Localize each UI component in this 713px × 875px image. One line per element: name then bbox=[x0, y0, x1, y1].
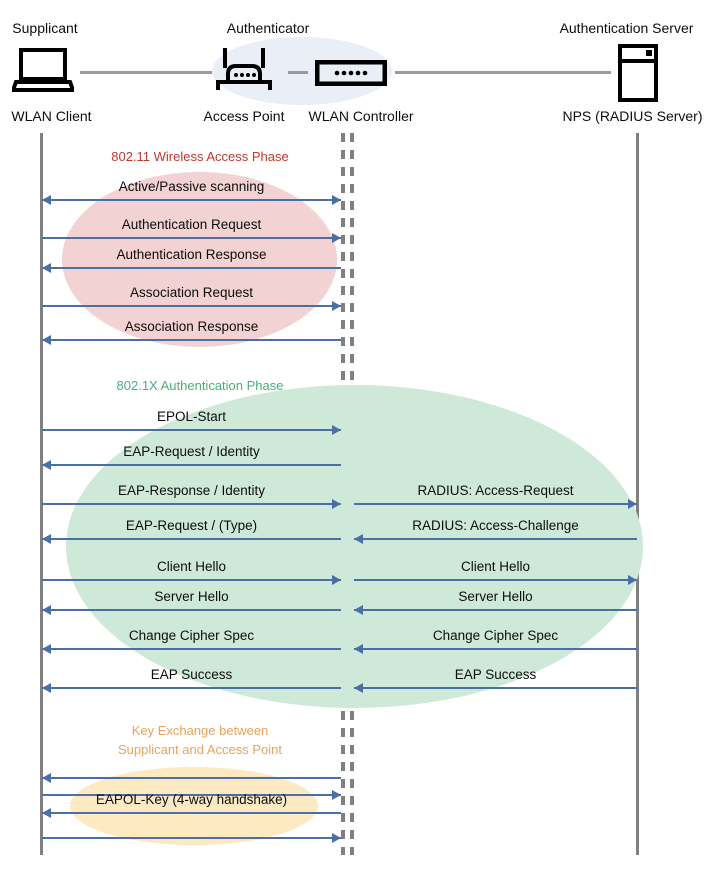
message-arrowhead-left bbox=[354, 605, 363, 615]
link-ap-to-controller bbox=[288, 71, 308, 74]
actor-device-nps-radius-server: NPS (RADIUS Server) bbox=[562, 108, 703, 124]
actor-role-authentication-server: Authentication Server bbox=[559, 20, 694, 36]
message-arrow-line bbox=[42, 199, 341, 201]
message-arrow-line bbox=[42, 579, 341, 581]
message-arrow-line bbox=[42, 464, 341, 466]
message-arrow-line bbox=[42, 503, 341, 505]
message-arrowhead-left bbox=[354, 644, 363, 654]
phase-blob-wireless bbox=[62, 172, 337, 347]
message-arrow-line bbox=[42, 339, 341, 341]
message-arrowhead-right bbox=[332, 301, 341, 311]
message-label: Client Hello bbox=[156, 559, 227, 574]
message-arrow-line bbox=[354, 609, 637, 611]
message-label: Active/Passive scanning bbox=[118, 179, 265, 194]
message-arrow-line bbox=[42, 794, 341, 796]
message-label: RADIUS: Access-Challenge bbox=[412, 518, 579, 533]
message-arrow-line bbox=[354, 687, 637, 689]
message-arrow-line bbox=[354, 538, 637, 540]
lifeline-authentication-server bbox=[636, 133, 639, 855]
laptop-icon bbox=[12, 48, 74, 93]
message-label: Authentication Response bbox=[116, 247, 267, 262]
phase-blob-dot1x bbox=[66, 385, 643, 708]
message-arrowhead-right bbox=[628, 499, 637, 509]
message-arrow-line bbox=[42, 777, 341, 779]
message-label: EPOL-Start bbox=[156, 409, 227, 424]
message-arrowhead-left bbox=[42, 773, 51, 783]
message-arrow-line bbox=[42, 812, 341, 814]
message-arrow-line bbox=[354, 648, 637, 650]
lifeline-supplicant bbox=[40, 133, 43, 855]
message-label: EAP-Request / Identity bbox=[123, 444, 260, 459]
message-label: RADIUS: Access-Request bbox=[417, 483, 574, 498]
message-arrow-line bbox=[42, 429, 341, 431]
message-label: Association Request bbox=[129, 285, 254, 300]
message-arrowhead-left bbox=[42, 644, 51, 654]
message-label: Client Hello bbox=[460, 559, 531, 574]
message-label: EAP Success bbox=[150, 667, 233, 682]
message-arrowhead-left bbox=[354, 683, 363, 693]
message-label: Change Cipher Spec bbox=[432, 628, 559, 643]
actor-device-wlan-client: WLAN Client bbox=[11, 108, 92, 124]
message-arrowhead-right bbox=[332, 195, 341, 205]
message-arrow-line bbox=[42, 837, 341, 839]
message-arrow-line bbox=[354, 579, 637, 581]
message-arrowhead-right bbox=[332, 499, 341, 509]
message-label: EAP Success bbox=[454, 667, 537, 682]
message-arrowhead-right bbox=[332, 790, 341, 800]
message-arrow-line bbox=[354, 503, 637, 505]
message-arrow-line bbox=[42, 648, 341, 650]
message-label: Change Cipher Spec bbox=[128, 628, 255, 643]
phase-label-wireless: 802.11 Wireless Access Phase bbox=[111, 149, 289, 164]
actor-role-authenticator: Authenticator bbox=[226, 20, 310, 36]
actor-role-supplicant: Supplicant bbox=[12, 20, 78, 36]
message-arrowhead-left bbox=[42, 683, 51, 693]
message-arrow-line bbox=[42, 687, 341, 689]
message-label: Authentication Request bbox=[121, 217, 262, 232]
message-label: EAPOL-Key (4-way handshake) bbox=[95, 792, 288, 807]
message-label: EAP-Response / Identity bbox=[117, 483, 266, 498]
actor-device-wlan-controller: WLAN Controller bbox=[308, 108, 414, 124]
controller-icon bbox=[315, 60, 387, 86]
message-label: Server Hello bbox=[458, 589, 533, 604]
message-arrowhead-left bbox=[42, 195, 51, 205]
phase-label-dot1x: 802.1X Authentication Phase bbox=[116, 378, 284, 393]
message-arrowhead-left bbox=[354, 534, 363, 544]
message-arrowhead-right bbox=[628, 575, 637, 585]
message-arrowhead-left bbox=[42, 335, 51, 345]
message-label: Server Hello bbox=[154, 589, 229, 604]
wireless-router-icon bbox=[214, 46, 274, 93]
phase-label-key-exchange: Key Exchange between Supplicant and Acce… bbox=[117, 723, 283, 757]
message-arrowhead-right bbox=[332, 575, 341, 585]
message-arrow-line bbox=[42, 609, 341, 611]
phase-blob-key-exchange bbox=[70, 767, 318, 845]
message-arrowhead-right bbox=[332, 233, 341, 243]
message-arrow-line bbox=[42, 305, 341, 307]
message-arrow-line bbox=[42, 237, 341, 239]
server-icon bbox=[618, 44, 658, 102]
message-arrow-line bbox=[42, 538, 341, 540]
message-arrowhead-left bbox=[42, 460, 51, 470]
message-label: EAP-Request / (Type) bbox=[125, 518, 258, 533]
link-controller-to-server bbox=[395, 71, 611, 74]
actor-device-access-point: Access Point bbox=[203, 108, 285, 124]
message-arrowhead-left bbox=[42, 263, 51, 273]
message-arrowhead-left bbox=[42, 808, 51, 818]
message-arrowhead-right bbox=[332, 833, 341, 843]
message-arrowhead-left bbox=[42, 534, 51, 544]
link-client-to-ap bbox=[80, 71, 212, 74]
message-arrowhead-right bbox=[332, 425, 341, 435]
message-label: Association Response bbox=[124, 319, 259, 334]
message-arrowhead-left bbox=[42, 605, 51, 615]
message-arrow-line bbox=[42, 267, 341, 269]
